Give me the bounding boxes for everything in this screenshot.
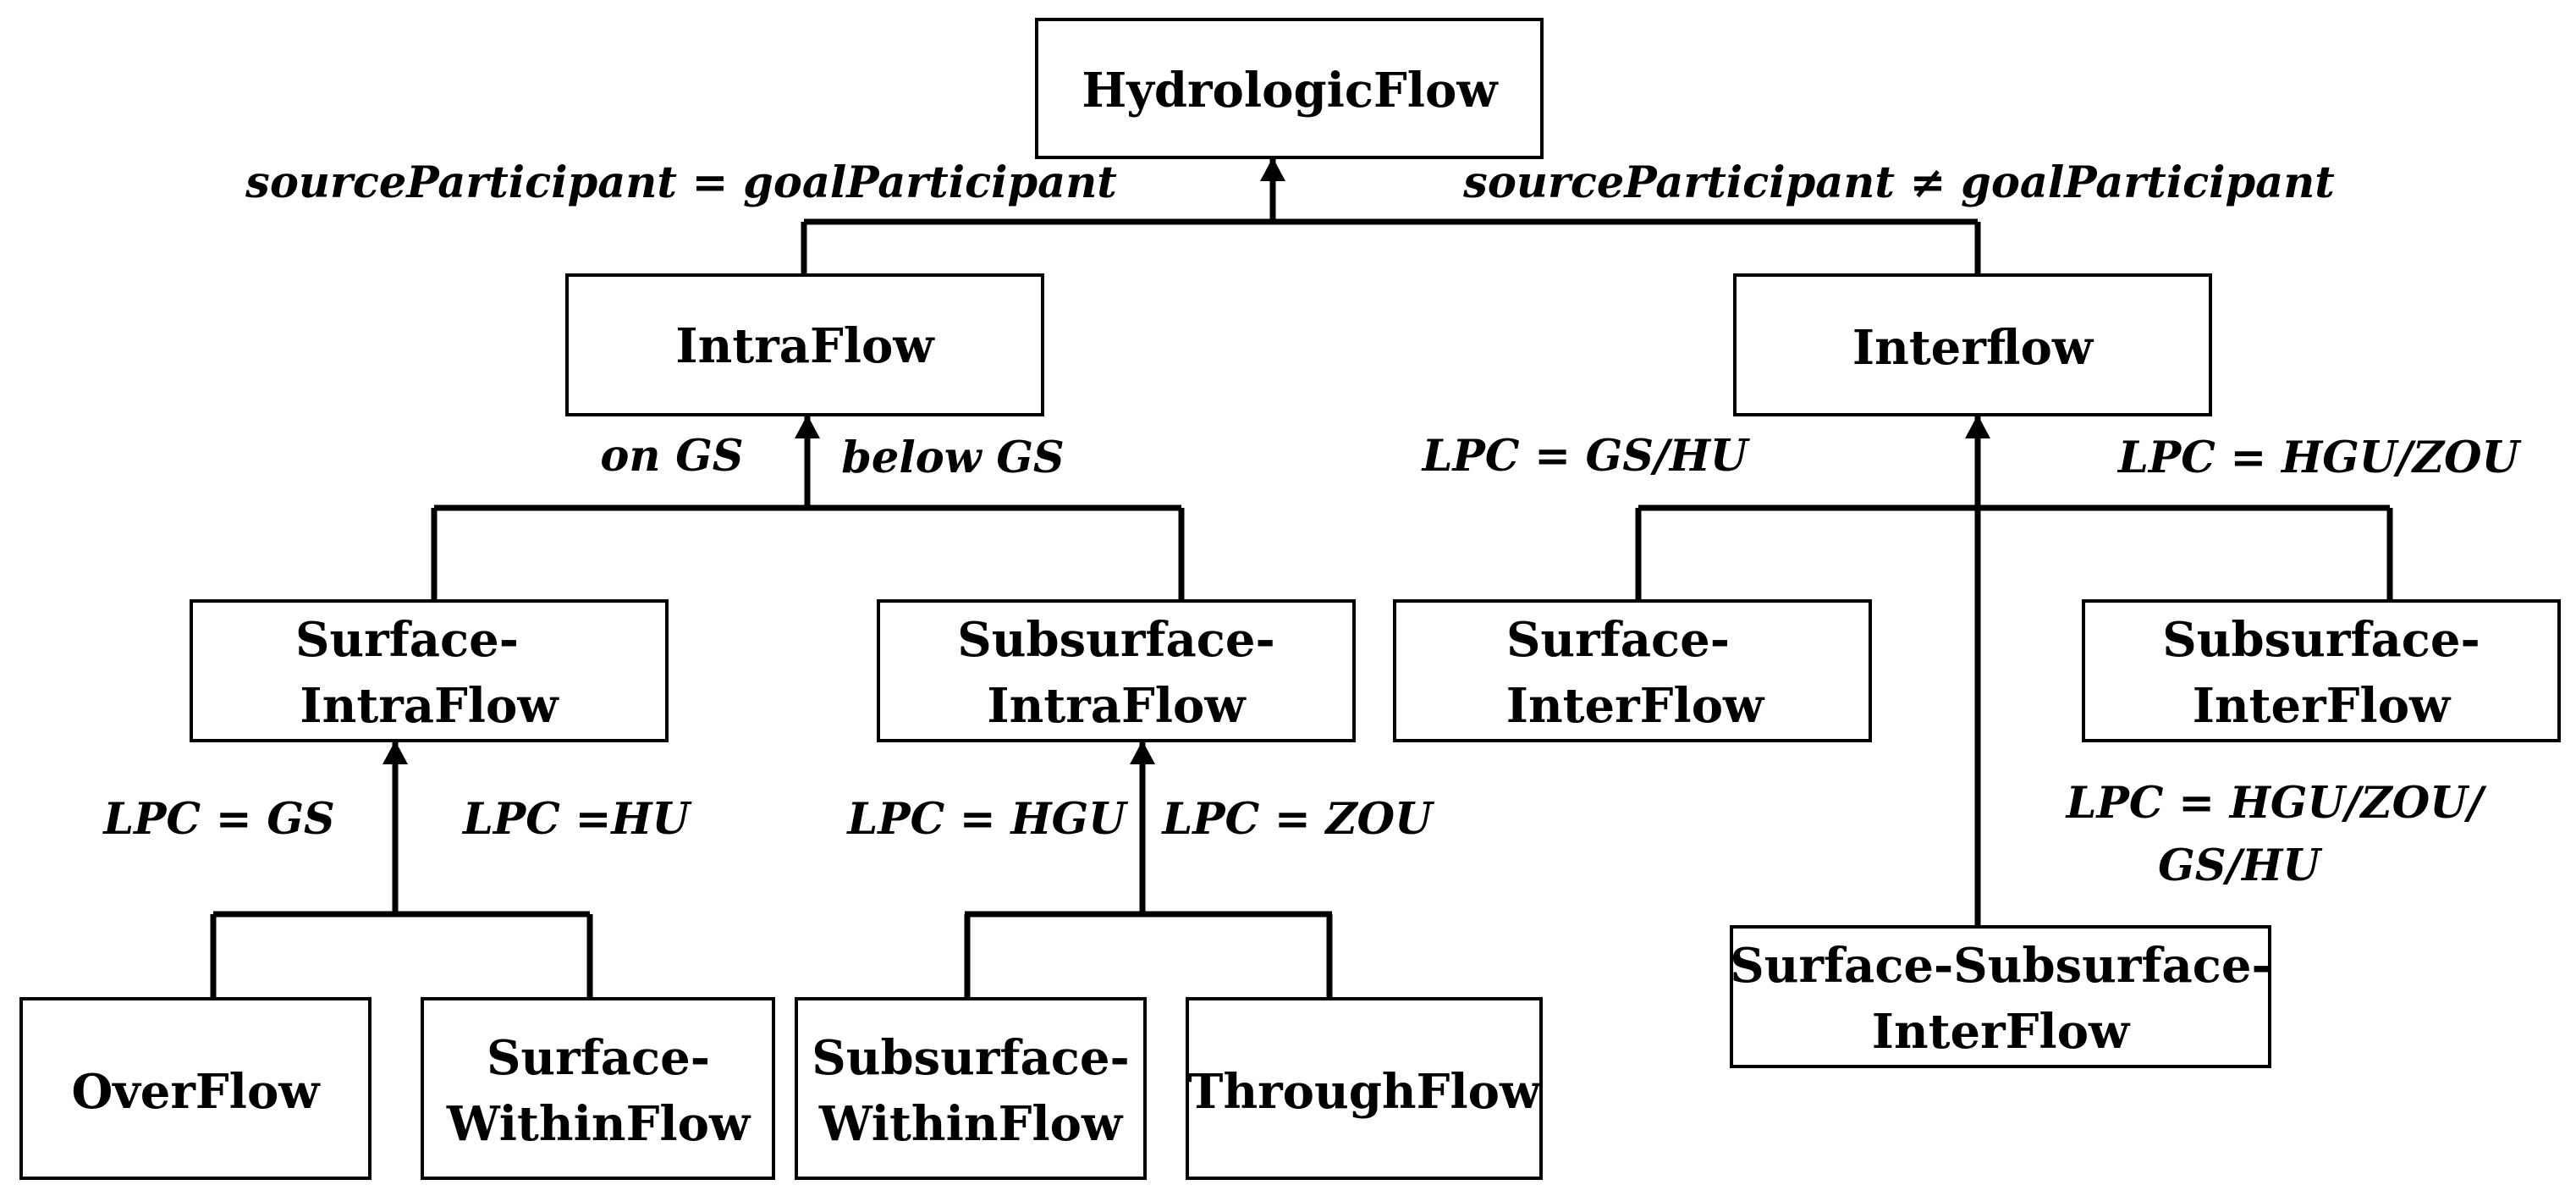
edge-labels: sourceParticipant = goalParticipant sour…: [102, 157, 2522, 891]
node-label-line-2: InterFlow: [1872, 1004, 2131, 1060]
label-lpc-hgu-zou-gs-hu-line-1: LPC = HGU/ZOU/: [2065, 778, 2487, 829]
node-interflow: Interflow: [1733, 273, 2212, 416]
node-over-flow: OverFlow: [19, 997, 372, 1180]
arrowhead-hydrologic-flow: [1260, 157, 1285, 181]
node-label: Interflow: [1852, 320, 2094, 376]
node-intra-flow: IntraFlow: [565, 273, 1044, 416]
node-label: IntraFlow: [675, 318, 935, 374]
node-label-line-2: WithinFlow: [818, 1096, 1124, 1152]
node-label: OverFlow: [71, 1064, 321, 1120]
node-label-line-1: Subsurface-: [2162, 612, 2480, 668]
node-surface-subsurface-inter-flow: Surface-Subsurface- InterFlow: [1730, 925, 2271, 1068]
node-label-line-1: Surface-Subsurface-: [1730, 938, 2271, 994]
node-label-line-2: InterFlow: [2193, 678, 2452, 734]
node-label-line-2: WithinFlow: [446, 1096, 751, 1152]
node-label-line-2: IntraFlow: [300, 678, 559, 734]
label-source-not-equals-goal: sourceParticipant ≠ goalParticipant: [1462, 157, 2335, 208]
node-label-line-1: Subsurface-: [812, 1030, 1129, 1086]
label-lpc-zou: LPC = ZOU: [1160, 794, 1435, 845]
node-through-flow: ThroughFlow: [1186, 997, 1543, 1180]
node-label-line-1: Surface-: [295, 612, 519, 668]
node-label-line-1: Subsurface-: [957, 612, 1274, 668]
arrowhead-intra-flow: [795, 415, 820, 438]
node-label: ThroughFlow: [1188, 1064, 1542, 1120]
label-lpc-hu: LPC =HU: [461, 794, 692, 845]
node-surface-intra-flow: Surface- IntraFlow: [190, 599, 669, 742]
label-lpc-hgu-zou: LPC = HGU/ZOU: [2116, 433, 2523, 483]
node-subsurface-inter-flow: Subsurface- InterFlow: [2082, 599, 2561, 742]
node-label-line-2: IntraFlow: [987, 678, 1247, 734]
node-label-line-1: Surface-: [487, 1030, 710, 1086]
label-lpc-hgu-zou-gs-hu-line-2: GS/HU: [2158, 841, 2323, 891]
node-subsurface-intra-flow: Subsurface- IntraFlow: [877, 599, 1356, 742]
node-surface-inter-flow: Surface- InterFlow: [1393, 599, 1872, 742]
arrowhead-interflow: [1965, 415, 1990, 438]
arrowhead-subsurface-intra-flow: [1130, 741, 1155, 764]
label-on-gs: on GS: [600, 431, 743, 482]
label-below-gs: below GS: [841, 433, 1065, 483]
node-hydrologic-flow: HydrologicFlow: [1035, 18, 1544, 159]
label-source-equals-goal: sourceParticipant = goalParticipant: [245, 157, 1117, 208]
node-surface-within-flow: Surface- WithinFlow: [421, 997, 775, 1180]
node-subsurface-within-flow: Subsurface- WithinFlow: [795, 997, 1147, 1180]
label-lpc-hgu: LPC = HGU: [845, 794, 1129, 845]
node-label: HydrologicFlow: [1082, 63, 1499, 118]
connectors: [210, 157, 2393, 999]
label-lpc-gs: LPC = GS: [102, 794, 334, 845]
arrowhead-surface-intra-flow: [383, 741, 408, 764]
label-lpc-gs-hu: LPC = GS/HU: [1421, 431, 1751, 482]
node-label-line-2: InterFlow: [1506, 678, 1765, 734]
node-label-line-1: Surface-: [1506, 612, 1730, 668]
